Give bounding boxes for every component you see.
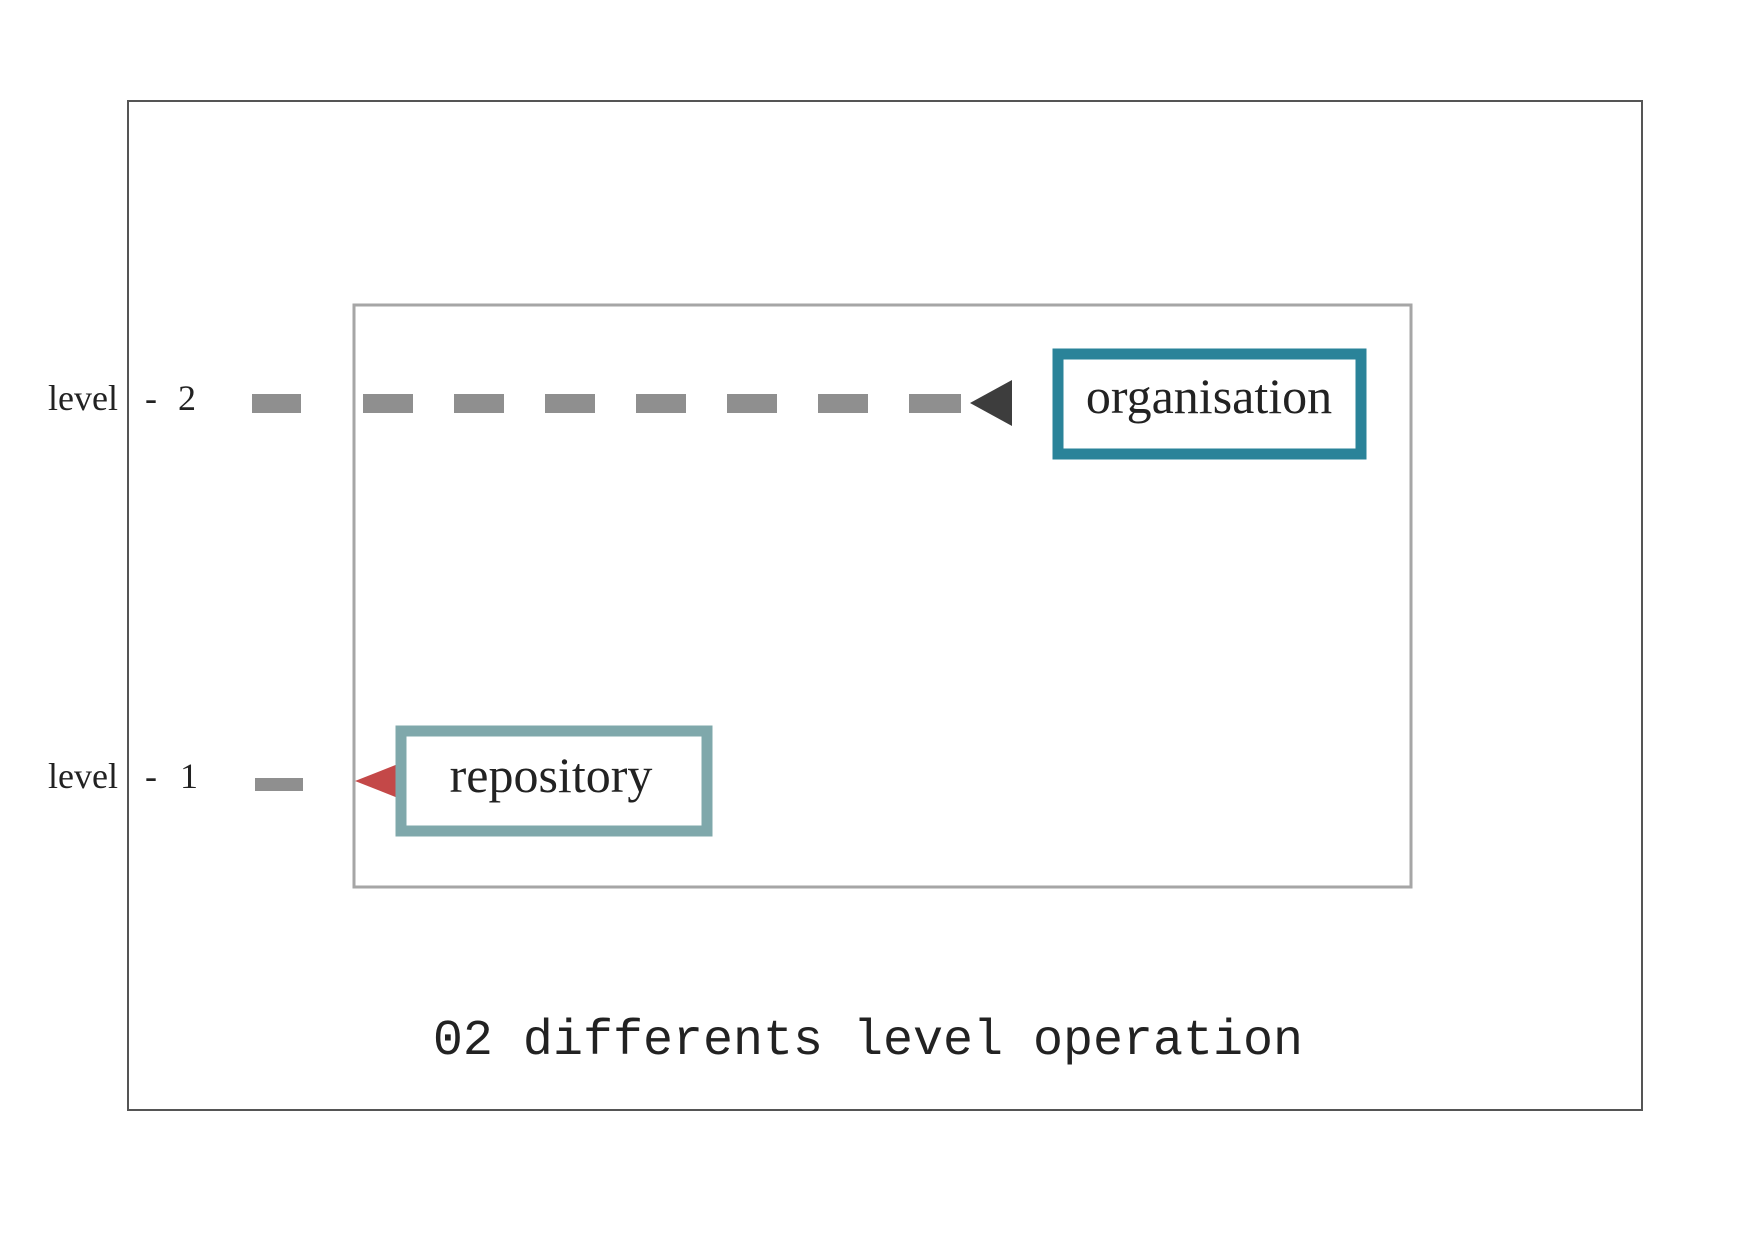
level-1-separator: -	[145, 756, 157, 796]
level-2-dashed-connector	[252, 394, 961, 413]
dash-segment	[727, 394, 777, 413]
repository-arrowhead	[355, 764, 398, 798]
level-2-word: level	[48, 378, 118, 418]
dash-segment	[909, 394, 961, 413]
repository-node: repository	[395, 725, 713, 837]
level-1-label: level - 1	[48, 756, 198, 796]
level-2-label: level - 2	[48, 378, 196, 418]
dash-segment	[545, 394, 595, 413]
inner-frame	[352, 303, 1413, 889]
organisation-label: organisation	[1086, 368, 1332, 424]
organisation-arrowhead	[970, 380, 1012, 426]
diagram-caption: 02 differents level operation	[433, 1013, 1303, 1070]
level-2-number: 2	[178, 378, 196, 418]
level-1-word: level	[48, 756, 118, 796]
outer-frame	[127, 100, 1643, 1111]
dash-segment	[454, 394, 504, 413]
dash-segment	[636, 394, 686, 413]
level-2-separator: -	[145, 378, 157, 418]
level-1-dash-segment	[255, 778, 303, 791]
dash-segment	[363, 394, 413, 413]
level-1-number: 1	[180, 756, 198, 796]
repository-box	[395, 725, 713, 837]
repository-label: repository	[450, 747, 653, 803]
organisation-box	[1052, 348, 1367, 460]
dash-segment	[252, 394, 301, 413]
organisation-node: organisation	[1052, 348, 1367, 460]
dash-segment	[818, 394, 868, 413]
